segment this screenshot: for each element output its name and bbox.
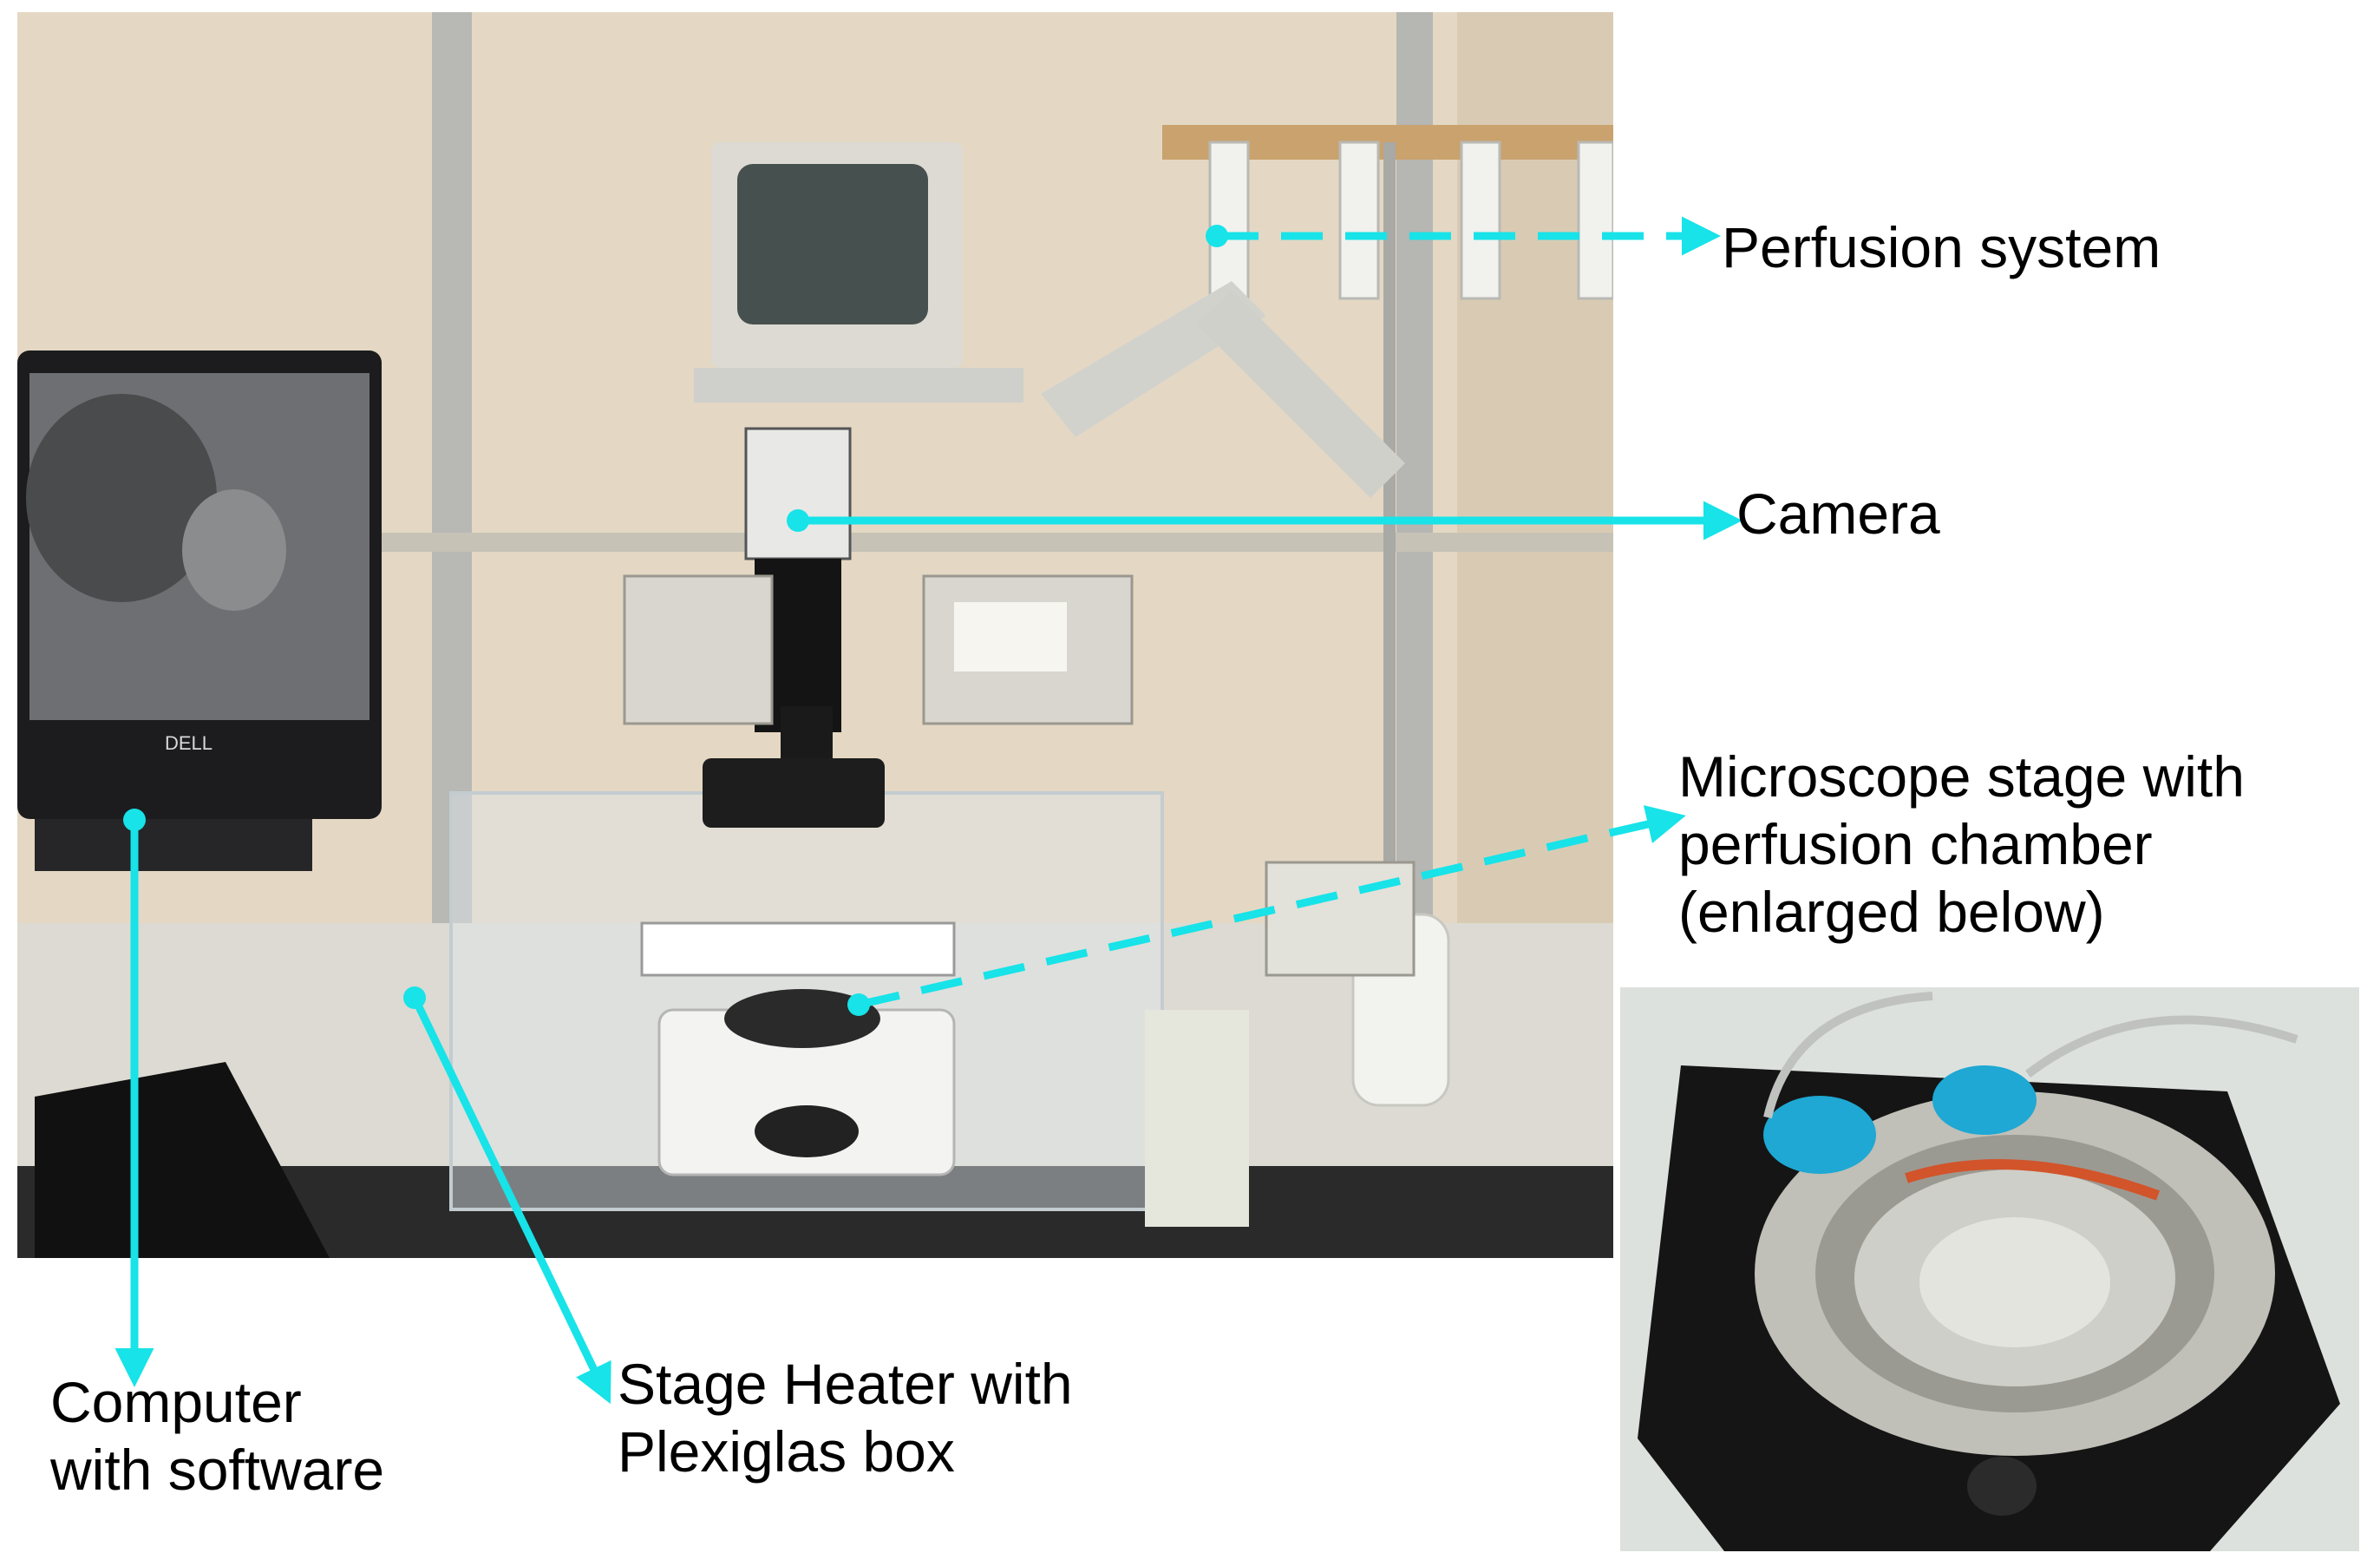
- computer-monitor: DELL: [17, 351, 382, 871]
- stage-pointer: [847, 805, 1686, 1016]
- perfusion-pointer: [1206, 216, 1721, 256]
- camera-label: Camera: [1736, 482, 1940, 546]
- perfusion-system-label: Perfusion system: [1722, 215, 2161, 279]
- stage-heater-label-line2: Plexiglas box: [618, 1419, 955, 1484]
- lab-setup-photo: DELL: [17, 12, 1613, 1258]
- stage-heater-label: Stage Heater with Plexiglas box: [618, 1350, 1073, 1485]
- microscope-stage-label-line2: perfusion chamber: [1678, 812, 2153, 876]
- perfusion-chamber-illustration: [1620, 987, 2359, 1551]
- lab-setup-illustration: DELL: [17, 12, 1613, 1258]
- computer-pointer: [114, 809, 154, 1387]
- camera-pointer: [787, 501, 1742, 541]
- perfusion-chamber-inset-photo: [1620, 987, 2359, 1551]
- monitor-brand-logo: DELL: [165, 732, 212, 754]
- computer-label-line2: with software: [50, 1438, 385, 1502]
- stage-heater-label-line1: Stage Heater with: [618, 1352, 1073, 1416]
- heater-pointer: [403, 986, 611, 1405]
- microscope-stage-label-line3: (enlarged below): [1678, 880, 2105, 944]
- microscope-stage-label-line1: Microscope stage with: [1678, 744, 2245, 809]
- computer-label: Computer with software: [50, 1368, 384, 1504]
- computer-label-line1: Computer: [50, 1370, 302, 1434]
- microscope-stage-label: Microscope stage with perfusion chamber …: [1678, 743, 2245, 946]
